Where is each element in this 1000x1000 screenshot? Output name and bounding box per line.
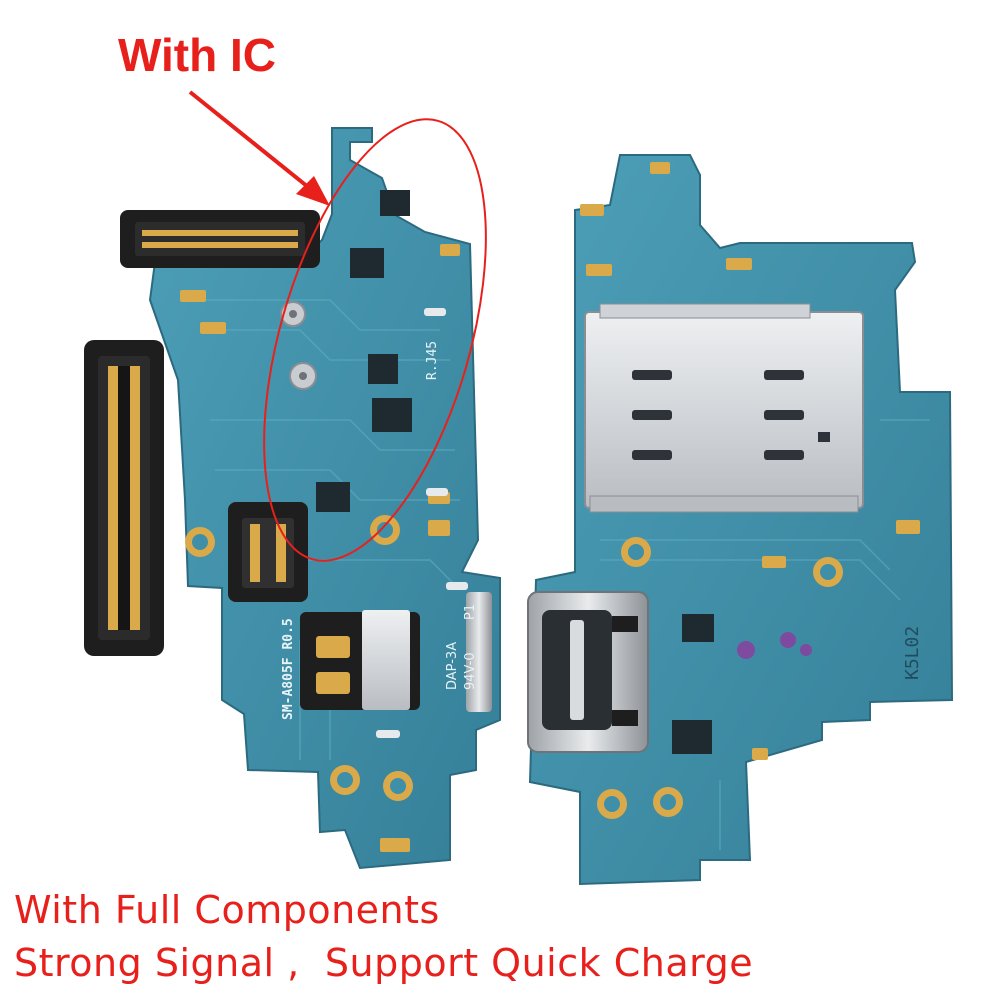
caption-signal-charge: Strong Signal , Support Quick Charge <box>14 941 754 985</box>
ic-highlight-ellipse <box>263 118 487 562</box>
usb-c-port <box>527 591 649 753</box>
right-board: K5L02 <box>527 154 954 886</box>
left-usb-port <box>466 592 492 712</box>
left-board: SM-A805F R0.5 R.J45 DAP-3A 94V-0 P1 <box>84 118 501 870</box>
left-screw-holes <box>185 515 413 801</box>
svg-text:94V-0: 94V-0 <box>463 652 478 690</box>
left-cert-marks: DAP-3A 94V-0 P1 <box>445 604 478 690</box>
right-gold-pads <box>580 162 920 760</box>
svg-text:P1: P1 <box>463 604 478 620</box>
right-silk-code: K5L02 <box>902 626 923 680</box>
top-fpc-connector <box>120 210 320 268</box>
rf-connectors <box>280 301 317 390</box>
caption-full-components: With Full Components <box>14 888 440 932</box>
sim-card-holder <box>584 303 864 513</box>
left-gold-pads <box>180 244 460 852</box>
with-ic-callout: With IC <box>118 29 276 81</box>
left-contact-area <box>300 610 420 710</box>
left-ic-chips <box>316 190 412 512</box>
svg-text:DAP-3A: DAP-3A <box>445 642 460 690</box>
right-ic-chips <box>672 614 714 754</box>
right-screw-holes <box>597 537 843 819</box>
callout-arrow <box>188 90 330 206</box>
left-silk-code: R.J45 <box>425 341 440 380</box>
small-fpc-connector <box>228 502 308 602</box>
vertical-fpc-connector <box>84 340 164 656</box>
left-silk-model: SM-A805F R0.5 <box>281 618 296 720</box>
